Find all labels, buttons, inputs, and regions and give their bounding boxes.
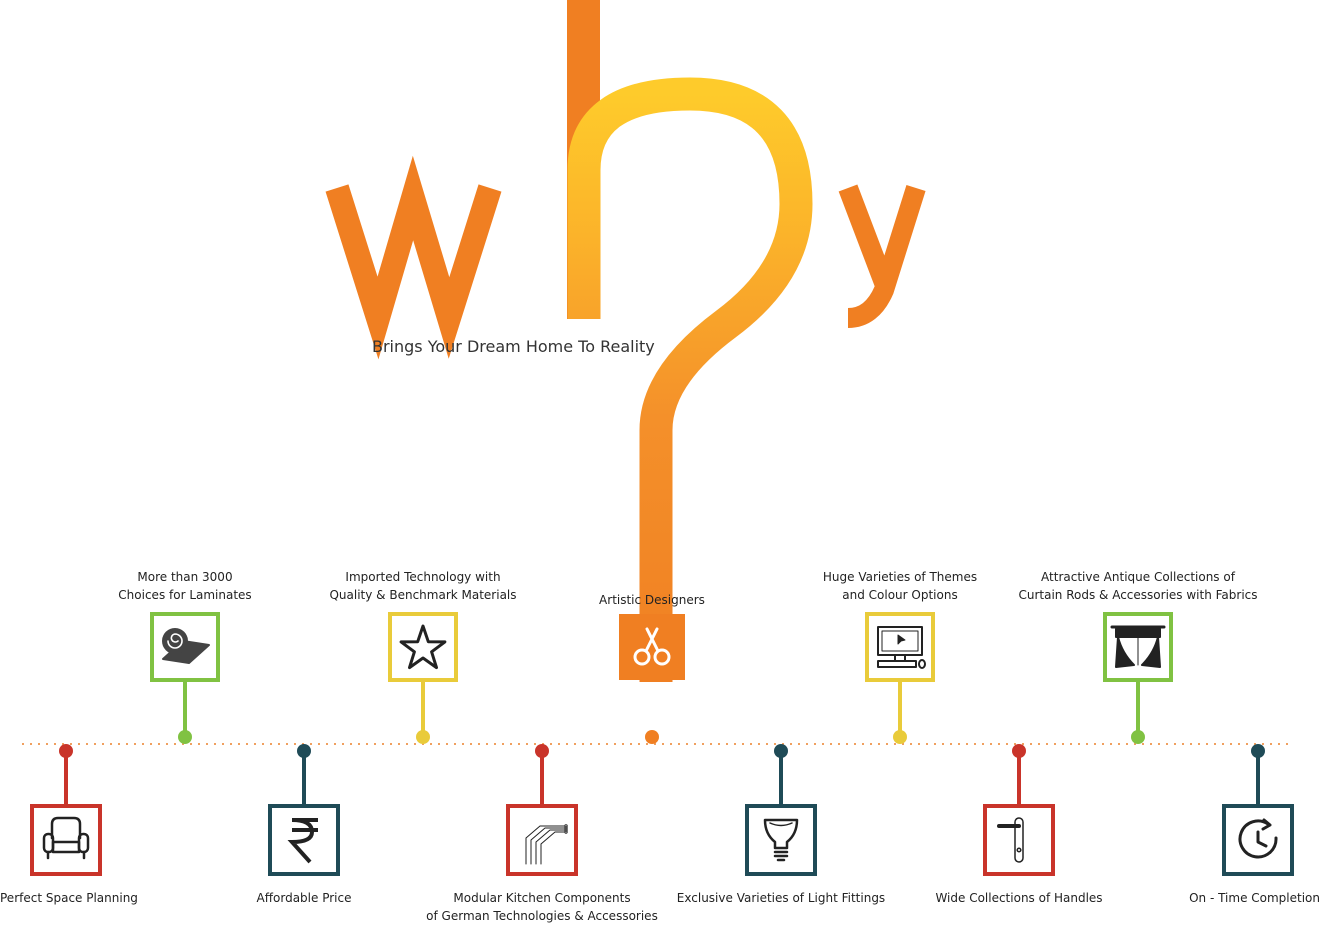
top-feature-label-line: Artistic Designers: [599, 593, 705, 607]
armchair-icon: [42, 816, 90, 860]
bottom-feature: [983, 744, 1055, 876]
computer-monitor-icon: [877, 626, 926, 669]
bottom-feature-label-line: Wide Collections of Handles: [935, 891, 1103, 905]
bottom-feature-label: On - Time Completion: [1189, 889, 1320, 907]
star-icon: [399, 624, 447, 670]
bottom-feature: [1222, 744, 1294, 876]
timeline-node: [59, 744, 73, 758]
timeline-node: [535, 744, 549, 758]
bottom-feature: [506, 744, 578, 876]
rupee-icon: [287, 818, 318, 864]
timeline-node: [774, 744, 788, 758]
timeline-node: [1012, 744, 1026, 758]
tagline: Brings Your Dream Home To Reality: [372, 337, 655, 356]
top-feature-label-line: Quality & Benchmark Materials: [329, 588, 517, 602]
bottom-feature-label-line: of German Technologies & Accessories: [426, 909, 658, 923]
top-feature-label-line: More than 3000: [137, 570, 233, 584]
top-feature-label-line: Attractive Antique Collections of: [1041, 570, 1235, 584]
bottom-feature-label: Wide Collections of Handles: [935, 889, 1102, 907]
top-feature-label-line: Imported Technology with: [345, 570, 501, 584]
door-handle-icon: [997, 817, 1024, 863]
features: [30, 612, 1294, 876]
bottom-feature-label: Exclusive Varieties of Light Fittings: [677, 889, 885, 907]
top-feature-label-line: Curtain Rods & Accessories with Fabrics: [1018, 588, 1258, 602]
bottom-feature-label-line: Exclusive Varieties of Light Fittings: [676, 891, 886, 905]
timeline-node: [1131, 730, 1145, 744]
timeline-node: [1251, 744, 1265, 758]
bottom-feature-label-line: On - Time Completion: [1189, 891, 1320, 905]
top-feature: [388, 612, 458, 744]
feature-tile: [619, 614, 685, 680]
top-feature-label: Artistic Designers: [599, 591, 705, 609]
feature-tile: [506, 804, 578, 876]
scissors-icon: [633, 627, 671, 666]
top-feature-label: Huge Varieties of Themes and Colour Optio…: [823, 568, 977, 604]
feature-tile: [745, 804, 817, 876]
timeline-node: [178, 730, 192, 744]
top-feature: [1103, 612, 1173, 744]
light-bulb-icon: [763, 818, 799, 862]
bottom-feature: [745, 744, 817, 876]
why-logo: [325, 0, 926, 682]
bottom-feature-label-line: Perfect Space Planning: [0, 891, 138, 905]
feature-tile: [388, 612, 458, 682]
feature-tile: [30, 804, 102, 876]
top-feature-label-line: Choices for Laminates: [118, 588, 252, 602]
timeline-node: [893, 730, 907, 744]
bottom-feature-label-line: Modular Kitchen Components: [453, 891, 631, 905]
timeline-node: [297, 744, 311, 758]
top-feature-label-line: Huge Varieties of Themes: [822, 570, 978, 584]
feature-tile: [983, 804, 1055, 876]
bottom-feature-label: Affordable Price: [257, 889, 352, 907]
circuit-icon: [525, 824, 568, 865]
laminate-roll-icon: [162, 628, 210, 664]
timeline-node: [416, 730, 430, 744]
top-feature-label-line: and Colour Options: [842, 588, 958, 602]
bottom-feature: [30, 744, 102, 876]
bottom-feature-label: Modular Kitchen Components of German Tech…: [426, 889, 658, 925]
top-feature: [865, 612, 935, 744]
clock-icon: [1238, 818, 1278, 859]
top-feature-label: Attractive Antique Collections of Curtain…: [1018, 568, 1257, 604]
logo-letter-w: [325, 155, 502, 360]
logo-question-hook: [567, 77, 813, 682]
feature-tile: [1103, 612, 1173, 682]
feature-tile: [865, 612, 935, 682]
bottom-feature: [268, 744, 340, 876]
bottom-feature-label: Perfect Space Planning: [0, 889, 138, 907]
logo-letter-y: [838, 184, 926, 328]
curtain-icon: [1110, 625, 1166, 668]
timeline-node: [645, 730, 659, 744]
bottom-feature-label-line: Affordable Price: [256, 891, 352, 905]
top-feature: [619, 614, 685, 744]
